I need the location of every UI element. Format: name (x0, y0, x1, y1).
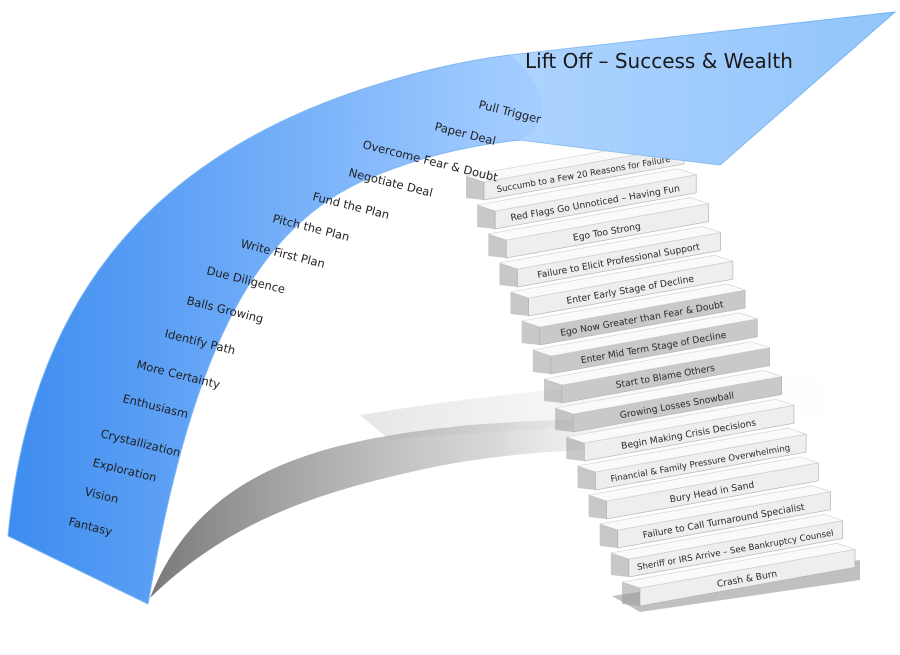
stair-side-14 (622, 582, 640, 606)
stair-side-1 (477, 205, 496, 229)
stair-side-5 (521, 321, 540, 345)
stair-side-11 (588, 495, 607, 519)
arrow-label-3: Negotiate Deal (347, 165, 434, 199)
stair-side-0 (466, 176, 484, 200)
stair-side-12 (599, 524, 618, 548)
stair-tread-3 (499, 226, 721, 270)
arrow-shadow (150, 419, 720, 598)
stair-side-6 (532, 350, 551, 374)
stair-side-7 (544, 379, 562, 403)
arrow-label-4: Fund the Plan (311, 189, 391, 222)
stair-side-3 (499, 263, 518, 287)
stair-side-13 (610, 553, 629, 577)
stair-side-8 (555, 408, 574, 432)
stair-side-2 (488, 234, 507, 258)
staircase: Succumb to a Few 20 Reasons for FailureR… (465, 139, 860, 612)
stair-side-4 (510, 292, 529, 316)
arrow-head (510, 12, 895, 165)
chart-title: Lift Off – Success & Wealth (525, 49, 793, 73)
stair-side-10 (577, 466, 596, 490)
stair-side-9 (566, 437, 585, 461)
